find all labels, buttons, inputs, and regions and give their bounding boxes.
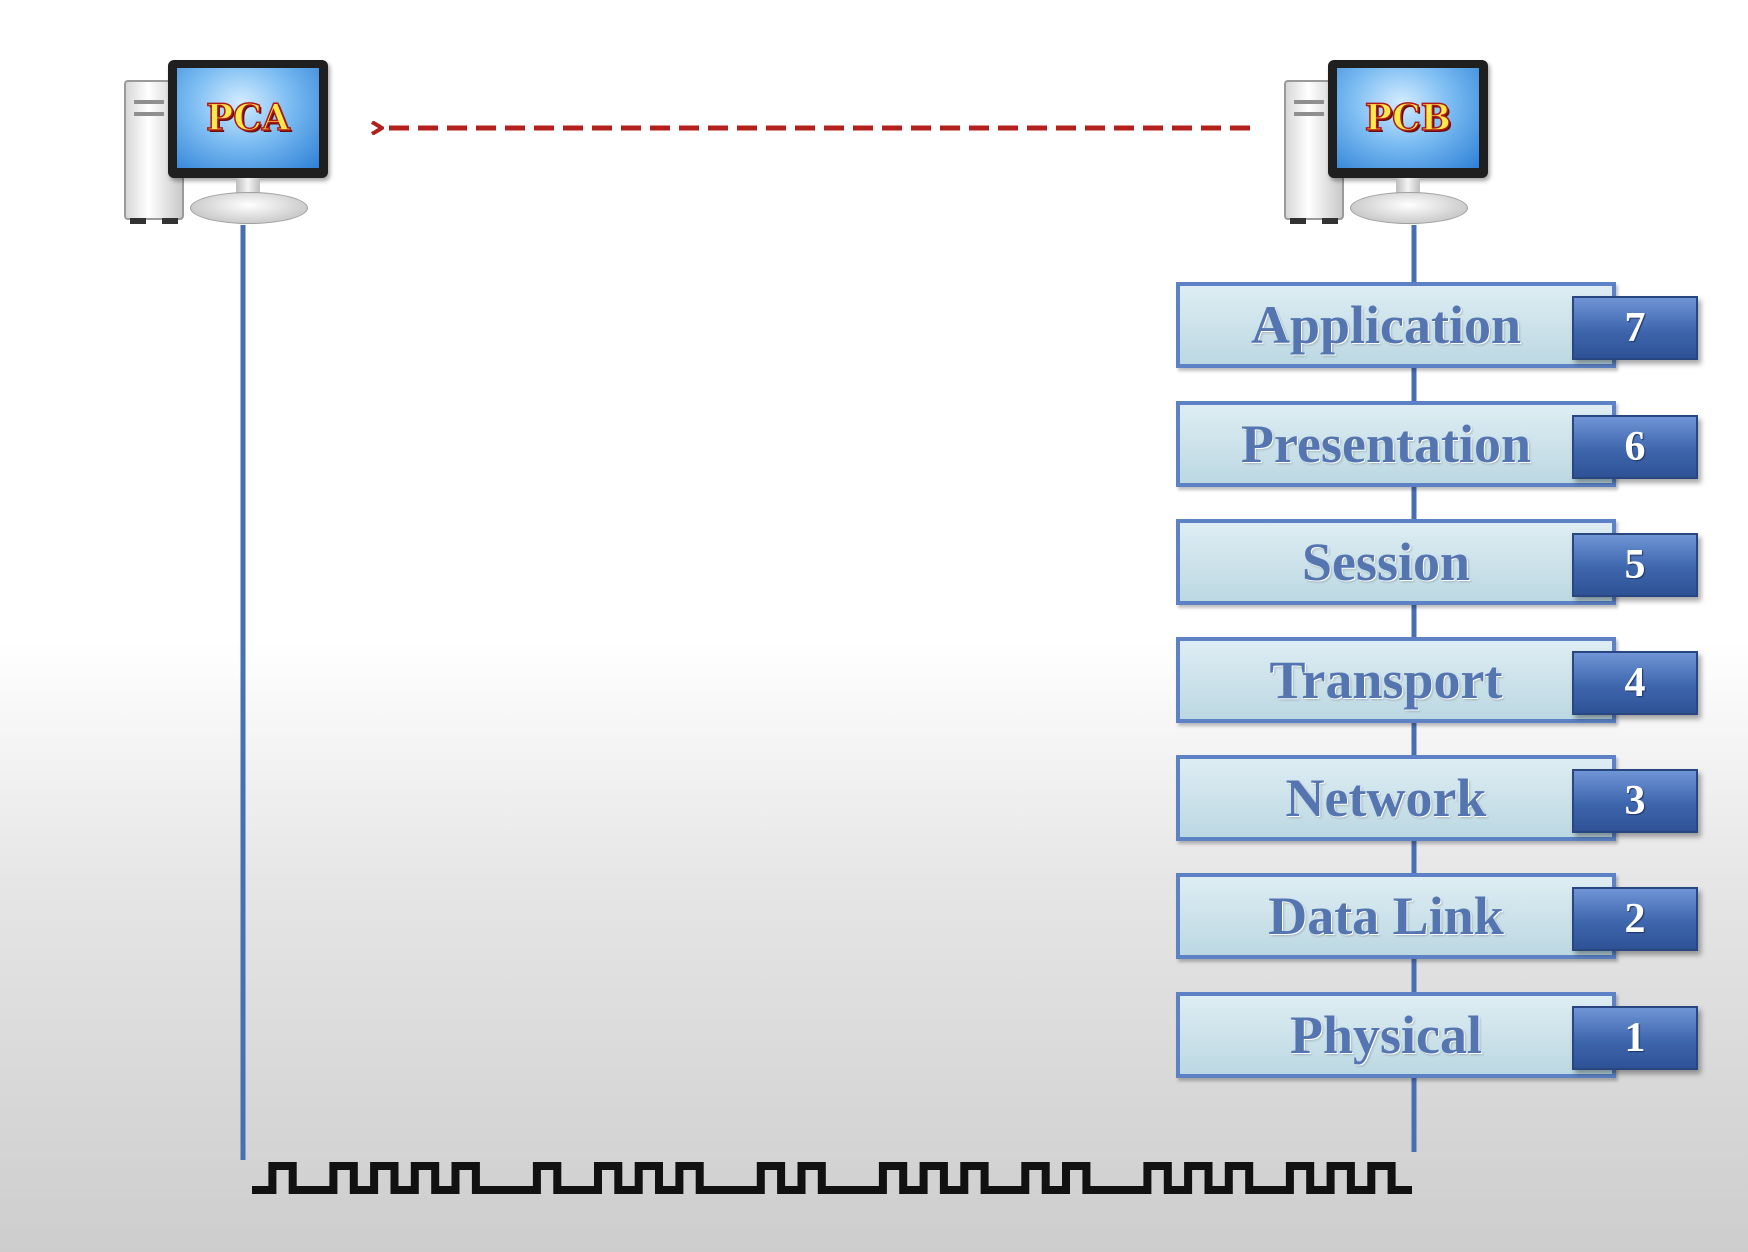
layer-number: 1 xyxy=(1624,1015,1646,1061)
layer-transport: Transport xyxy=(1176,637,1616,723)
pc-b-monitor: PCB xyxy=(1328,60,1488,178)
layer-number: 5 xyxy=(1624,542,1646,588)
layer-label: Network xyxy=(1285,768,1487,828)
layer-session: Session xyxy=(1176,519,1616,605)
layer-number-badge: 3 xyxy=(1572,769,1698,833)
layer-application: Application xyxy=(1176,282,1616,368)
pc-b-screen: PCB xyxy=(1337,68,1479,168)
layer-physical: Physical xyxy=(1176,992,1616,1078)
layer-label: Application xyxy=(1250,295,1522,355)
layer-label: Data Link xyxy=(1268,886,1504,946)
layer-number: 6 xyxy=(1624,424,1646,470)
layer-number: 2 xyxy=(1624,896,1646,942)
layer-number: 3 xyxy=(1624,778,1646,824)
pc-b-monitor-base xyxy=(1350,192,1468,224)
layer-number-badge: 7 xyxy=(1572,296,1698,360)
layer-number-badge: 5 xyxy=(1572,533,1698,597)
pc-a-monitor-base xyxy=(190,192,308,224)
layer-number: 7 xyxy=(1624,305,1646,351)
pc-a-screen: PCA xyxy=(177,68,319,168)
layer-network: Network xyxy=(1176,755,1616,841)
pc-b-computer: PCB xyxy=(1278,56,1518,236)
layer-number: 4 xyxy=(1624,660,1646,706)
layer-label: Physical xyxy=(1289,1005,1482,1065)
layer-label: Session xyxy=(1301,532,1471,592)
layer-number-badge: 2 xyxy=(1572,887,1698,951)
pc-a-monitor: PCA xyxy=(168,60,328,178)
layer-presentation: Presentation xyxy=(1176,401,1616,487)
layer-label: Transport xyxy=(1269,650,1503,710)
layer-number-badge: 4 xyxy=(1572,651,1698,715)
layer-data-link: Data Link xyxy=(1176,873,1616,959)
layer-label: Presentation xyxy=(1241,414,1531,474)
pc-b-label: PCB xyxy=(1364,96,1452,140)
pc-a-computer: PCA xyxy=(118,56,358,236)
layer-number-badge: 1 xyxy=(1572,1006,1698,1070)
signal-wave xyxy=(252,1162,1412,1194)
layer-number-badge: 6 xyxy=(1572,415,1698,479)
pc-a-label: PCA xyxy=(205,96,290,140)
